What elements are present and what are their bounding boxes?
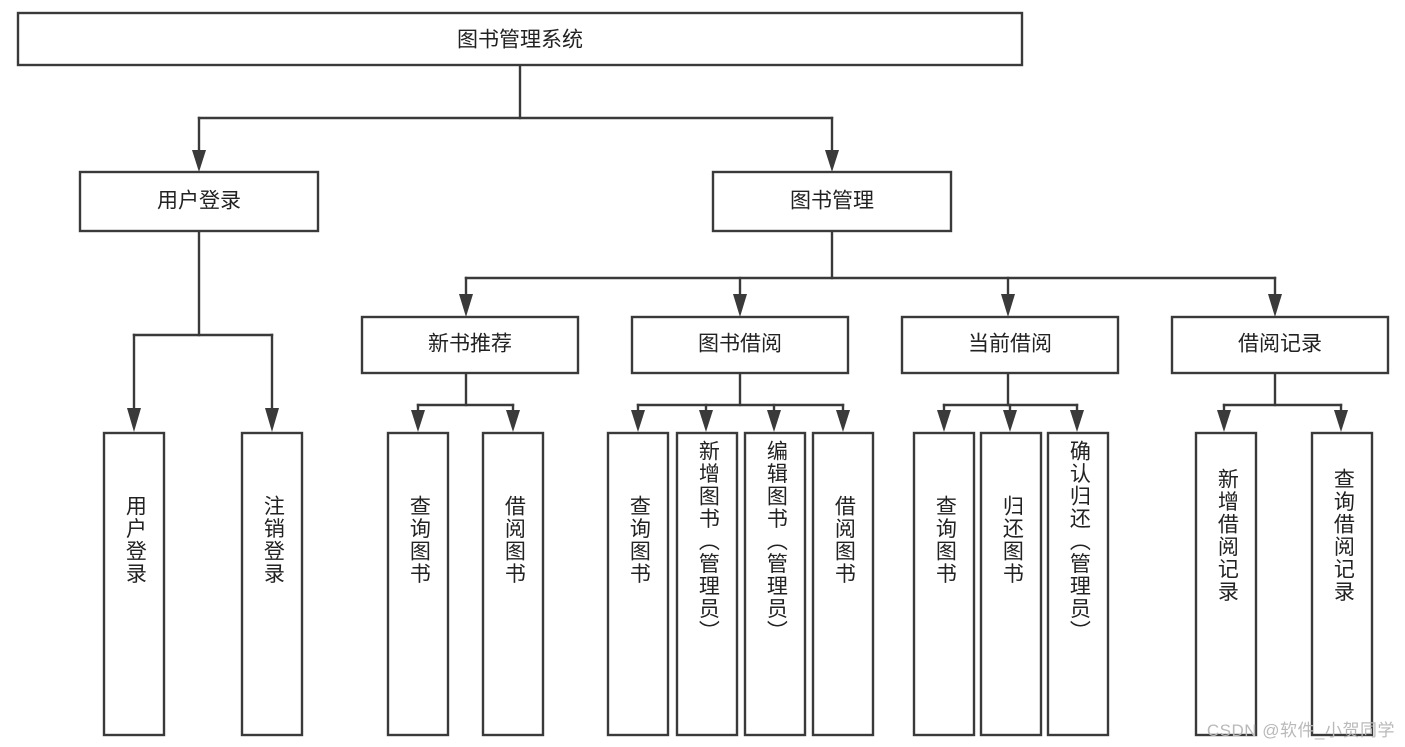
arrow-bookborrow-leaf-4: [836, 410, 850, 432]
arrow-newbook-leaf-1: [411, 410, 425, 432]
node-book-borrow-box[interactable]: [630, 315, 850, 375]
arrow-to-borrow-record: [1268, 294, 1282, 317]
node-user-login-box[interactable]: [78, 170, 320, 233]
leaf-query-book-recommend-box[interactable]: [386, 431, 450, 737]
node-book-manage-label: 图书管理: [790, 190, 874, 213]
node-borrow-record-label: 借阅记录: [1238, 333, 1322, 356]
node-new-book-recommend-label: 新书推荐: [428, 333, 512, 356]
leaf-borrow-book-recommend-box[interactable]: [481, 431, 545, 737]
arrow-borrowrecord-leaf-2: [1334, 410, 1348, 432]
leaf-query-borrow-record-box[interactable]: [1310, 431, 1374, 737]
arrow-bookborrow-leaf-2: [699, 410, 713, 432]
node-book-manage-box[interactable]: [711, 170, 953, 233]
csdn-watermark: CSDN @软件_小贺同学: [1206, 721, 1395, 740]
node-borrow-record-box[interactable]: [1170, 315, 1390, 375]
arrow-to-book-manage: [825, 150, 839, 172]
node-user-login-label: 用户登录: [157, 190, 241, 213]
node-new-book-recommend-box[interactable]: [360, 315, 580, 375]
arrow-currentborrow-leaf-1: [937, 410, 951, 432]
leaf-query-book-borrow-box[interactable]: [606, 431, 670, 737]
arrow-userlogin-leaf-2: [265, 408, 279, 432]
node-current-borrow-label: 当前借阅: [968, 333, 1052, 356]
arrow-to-user-login: [192, 150, 206, 172]
leaf-add-book-box[interactable]: [675, 431, 739, 737]
node-root-label: 图书管理系统: [457, 29, 583, 52]
arrow-bookborrow-leaf-3: [767, 410, 781, 432]
connectors-layer: [127, 63, 1348, 432]
leaf-confirm-return-box[interactable]: [1046, 431, 1110, 737]
nodes-layer: 图书管理系统 用户登录 图书管理 新书推荐 图书借阅 当前借阅 借阅记录: [16, 11, 1390, 737]
leaf-return-book-box[interactable]: [979, 431, 1043, 737]
arrow-userlogin-leaf-1: [127, 408, 141, 432]
arrow-bookborrow-leaf-1: [631, 410, 645, 432]
leaf-user-login-box[interactable]: [102, 431, 166, 737]
arrow-newbook-leaf-2: [506, 410, 520, 432]
arrow-to-book-borrow: [733, 294, 747, 317]
leaf-edit-book-box[interactable]: [743, 431, 807, 737]
leaf-borrow-book-box[interactable]: [811, 431, 875, 737]
leaf-query-book-current-box[interactable]: [912, 431, 976, 737]
arrow-currentborrow-leaf-2: [1003, 410, 1017, 432]
arrow-borrowrecord-leaf-1: [1217, 410, 1231, 432]
node-current-borrow-box[interactable]: [900, 315, 1120, 375]
node-book-borrow-label: 图书借阅: [698, 333, 782, 356]
arrow-currentborrow-leaf-3: [1070, 410, 1084, 432]
leaf-logout-box[interactable]: [240, 431, 304, 737]
arrow-to-current-borrow: [1001, 294, 1015, 317]
node-root-box[interactable]: [16, 11, 1024, 67]
leaf-add-borrow-record-box[interactable]: [1194, 431, 1258, 737]
arrow-to-new-book: [459, 294, 473, 317]
